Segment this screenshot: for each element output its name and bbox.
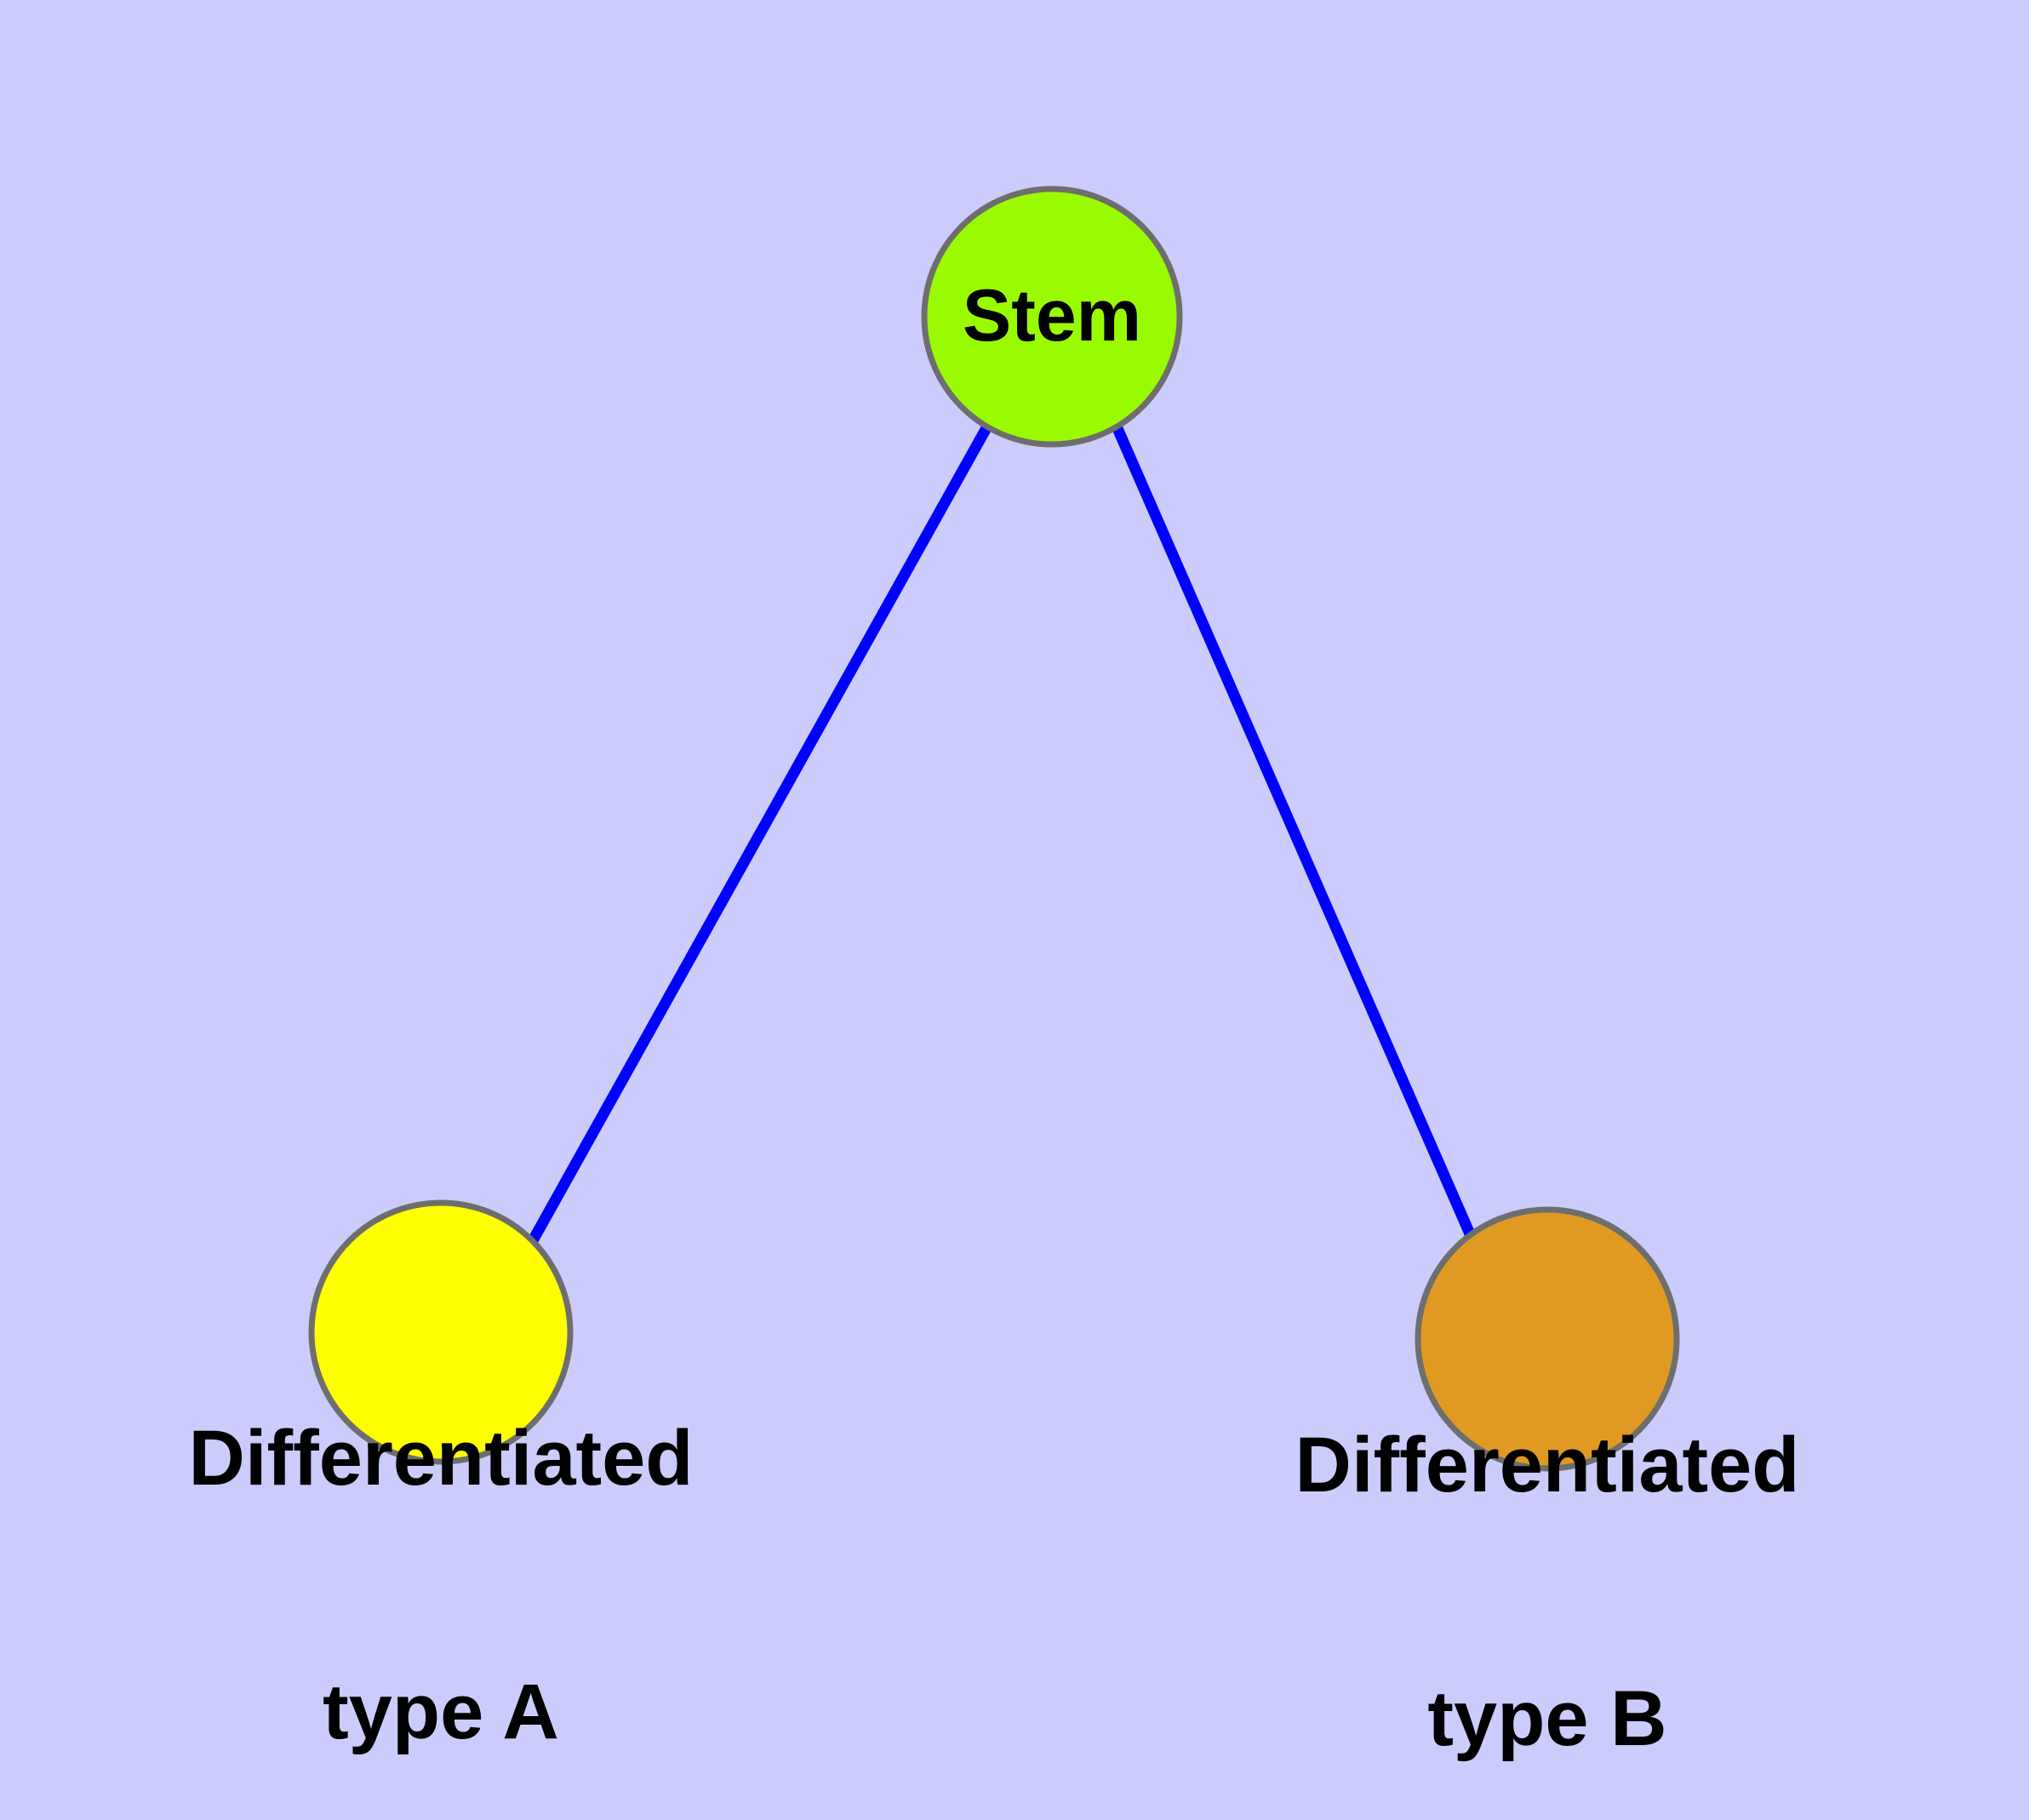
- node-circle-differentiated-type-b[interactable]: [1415, 1206, 1680, 1472]
- edge-stem-to-differentiated-type-b[interactable]: [1112, 424, 1477, 1240]
- node-circle-differentiated-type-a[interactable]: [308, 1199, 574, 1465]
- edge-stem-to-differentiated-type-a[interactable]: [523, 423, 992, 1253]
- node-circle-stem[interactable]: [921, 186, 1183, 448]
